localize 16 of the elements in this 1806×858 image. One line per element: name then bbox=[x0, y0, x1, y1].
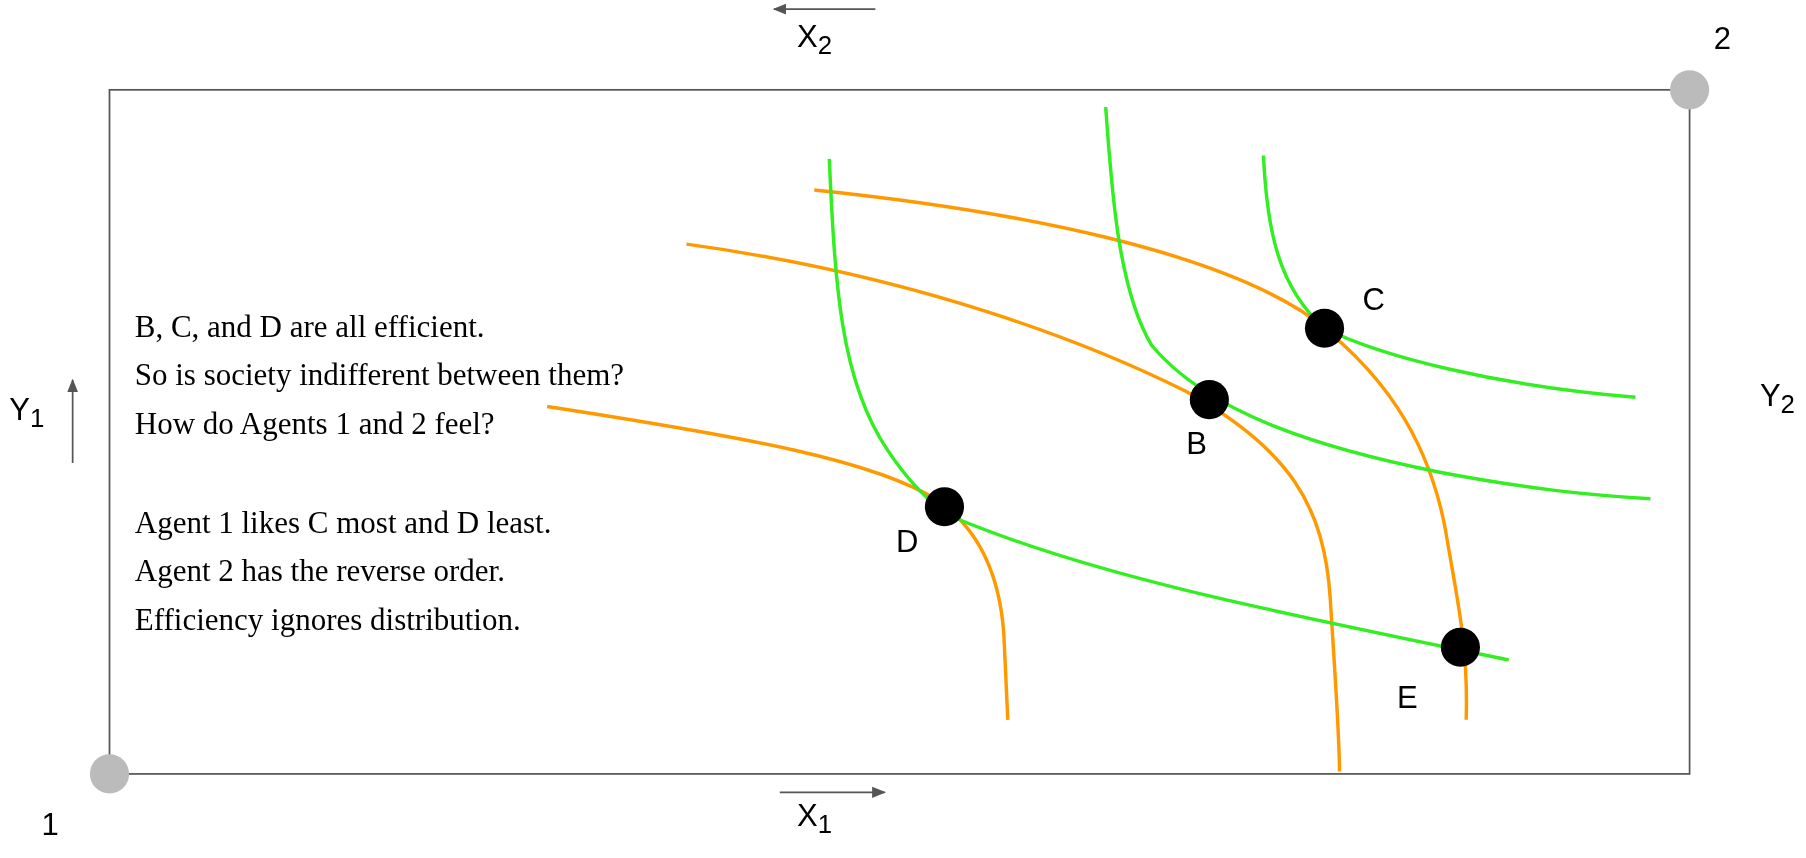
origin-label: 2 bbox=[1713, 23, 1732, 55]
note-text: Efficiency ignores distribution. bbox=[134, 603, 521, 635]
axis-label: X$_{2}$ bbox=[797, 20, 833, 59]
point-label: D bbox=[896, 526, 919, 558]
axis-label: Y$_{2}$ bbox=[1759, 380, 1795, 419]
note-text: B, C, and D are all efficient. bbox=[134, 310, 485, 342]
axis-label: Y$_{1}$ bbox=[9, 393, 45, 432]
note-text: How do Agents 1 and 2 feel? bbox=[134, 407, 495, 439]
point-label: E bbox=[1397, 681, 1418, 713]
note-text: So is society indifferent between them? bbox=[134, 359, 624, 391]
note-text: Agent 2 has the reverse order. bbox=[134, 555, 505, 587]
axis-label: X$_{1}$ bbox=[797, 800, 833, 839]
origin-label: 1 bbox=[41, 808, 59, 840]
point-label: C bbox=[1362, 284, 1385, 316]
note-text: Agent 1 likes C most and D least. bbox=[134, 506, 552, 538]
point-label: B bbox=[1186, 428, 1207, 460]
